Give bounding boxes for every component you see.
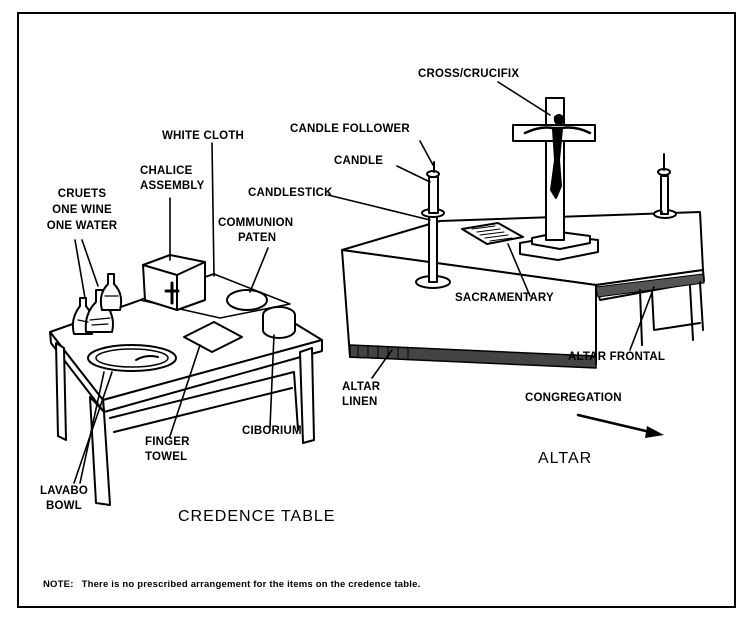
sacramentary-book <box>461 222 524 245</box>
crucifix <box>512 97 599 261</box>
label-cross-crucifix: CROSS/CRUCIFIX <box>418 68 520 80</box>
label-sacramentary: SACRAMENTARY <box>455 292 554 304</box>
label-lavabo-line1: LAVABO <box>40 485 89 497</box>
candlestick-right <box>653 153 677 219</box>
label-chalice-line2: ASSEMBLY <box>140 180 205 192</box>
finger-towel <box>183 321 243 353</box>
label-altar-linen-line2: LINEN <box>342 396 378 408</box>
label-candle-follower: CANDLE FOLLOWER <box>290 123 410 135</box>
ciborium <box>262 306 296 339</box>
altar-frontal-band <box>349 344 597 369</box>
label-cruets-line3: ONE WATER <box>46 220 118 232</box>
label-finger-towel-line2: TOWEL <box>145 451 188 463</box>
lavabo-bowl <box>87 344 177 372</box>
leader-lines <box>73 81 655 484</box>
label-communion-line2: PATEN <box>238 232 277 244</box>
altar-illustration <box>341 97 705 438</box>
label-lavabo-line2: BOWL <box>46 500 82 512</box>
label-ciborium: CIBORIUM <box>242 425 302 437</box>
label-congregation: CONGREGATION <box>525 392 622 404</box>
label-altar-frontal: ALTAR FRONTAL <box>568 351 666 363</box>
communion-paten <box>226 289 268 311</box>
chalice-assembly <box>142 254 206 311</box>
label-cruets-line1: CRUETS <box>57 188 107 200</box>
footnote: NOTE: There is no prescribed arrangement … <box>43 578 420 591</box>
label-credence-table: CREDENCE TABLE <box>178 508 336 525</box>
label-communion-line1: COMMUNION <box>218 217 294 229</box>
label-candlestick: CANDLESTICK <box>248 187 333 199</box>
candlestick-left <box>415 161 451 289</box>
arrow-right-icon <box>645 426 664 438</box>
label-finger-towel-line1: FINGER <box>145 436 190 448</box>
footnote-text: There is no prescribed arrangement for t… <box>81 579 421 590</box>
credence-table-illustration <box>49 254 323 506</box>
label-altar: ALTAR <box>538 450 593 467</box>
label-chalice-line1: CHALICE <box>140 165 193 177</box>
label-altar-linen-line1: ALTAR <box>342 381 381 393</box>
cruets <box>71 273 123 335</box>
footnote-prefix: NOTE: <box>43 579 74 590</box>
label-cruets-line2: ONE WINE <box>52 204 112 216</box>
label-candle: CANDLE <box>334 155 384 167</box>
label-white-cloth: WHITE CLOTH <box>162 130 245 142</box>
